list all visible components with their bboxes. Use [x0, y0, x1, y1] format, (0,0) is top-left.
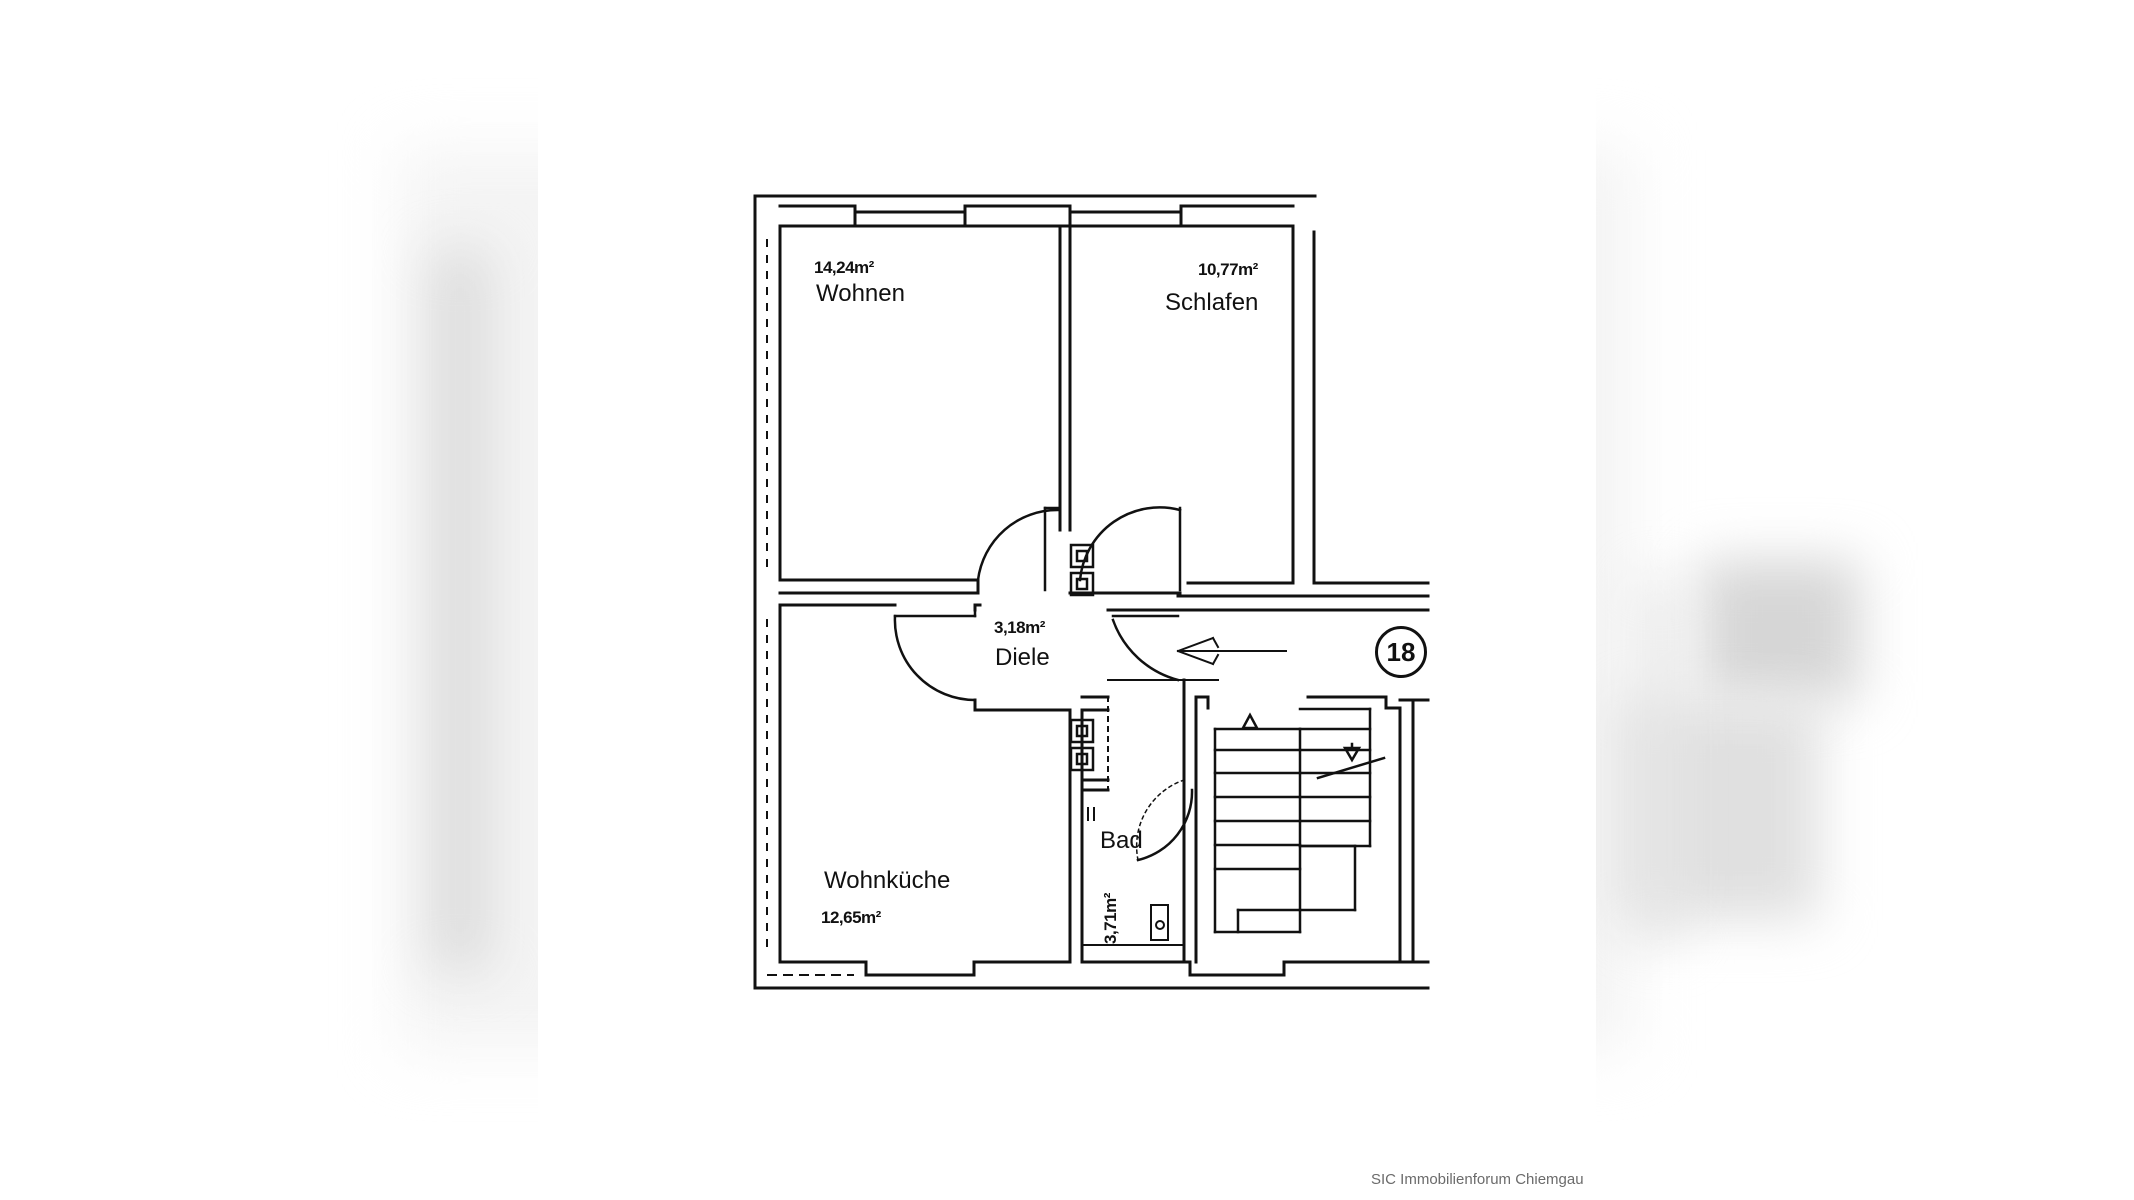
wohnkueche-area: 12,65m² [821, 908, 881, 927]
floor-plan-stage: 14,24m² Wohnen 10,77m² Schlafen 3,18m² D… [538, 0, 1596, 1200]
bad-label: Bad [1100, 827, 1143, 854]
blurred-shape-right-edge [1640, 580, 1680, 940]
door-swings [893, 506, 1194, 862]
wohnkueche-label: Wohnküche [824, 867, 951, 894]
stair-arrow-down-icon [1342, 742, 1362, 763]
bad-area: 3,71m² [1101, 893, 1120, 944]
stair-arrow-up-icon [1240, 712, 1260, 730]
chimney-icon [1069, 543, 1095, 772]
toilet-icon [1087, 807, 1169, 941]
floor-plan-drawing [753, 194, 1430, 990]
interior-walls [778, 224, 1430, 964]
schlafen-area: 10,77m² [1198, 260, 1258, 279]
wohnen-area: 14,24m² [814, 258, 874, 277]
diele-label: Diele [995, 644, 1050, 671]
schlafen-label: Schlafen [1165, 289, 1259, 316]
diele-area: 3,18m² [994, 618, 1045, 637]
watermark: SIC Immobilienforum Chiemgau [1371, 1171, 1584, 1188]
stairs [1213, 707, 1386, 934]
wohnen-label: Wohnen [816, 280, 905, 307]
unit-number-badge: 18 [1375, 626, 1427, 678]
blurred-shape-left [430, 250, 490, 970]
entrance-arrow-icon [1176, 636, 1287, 666]
blurred-shape-right-top [1700, 560, 1860, 700]
